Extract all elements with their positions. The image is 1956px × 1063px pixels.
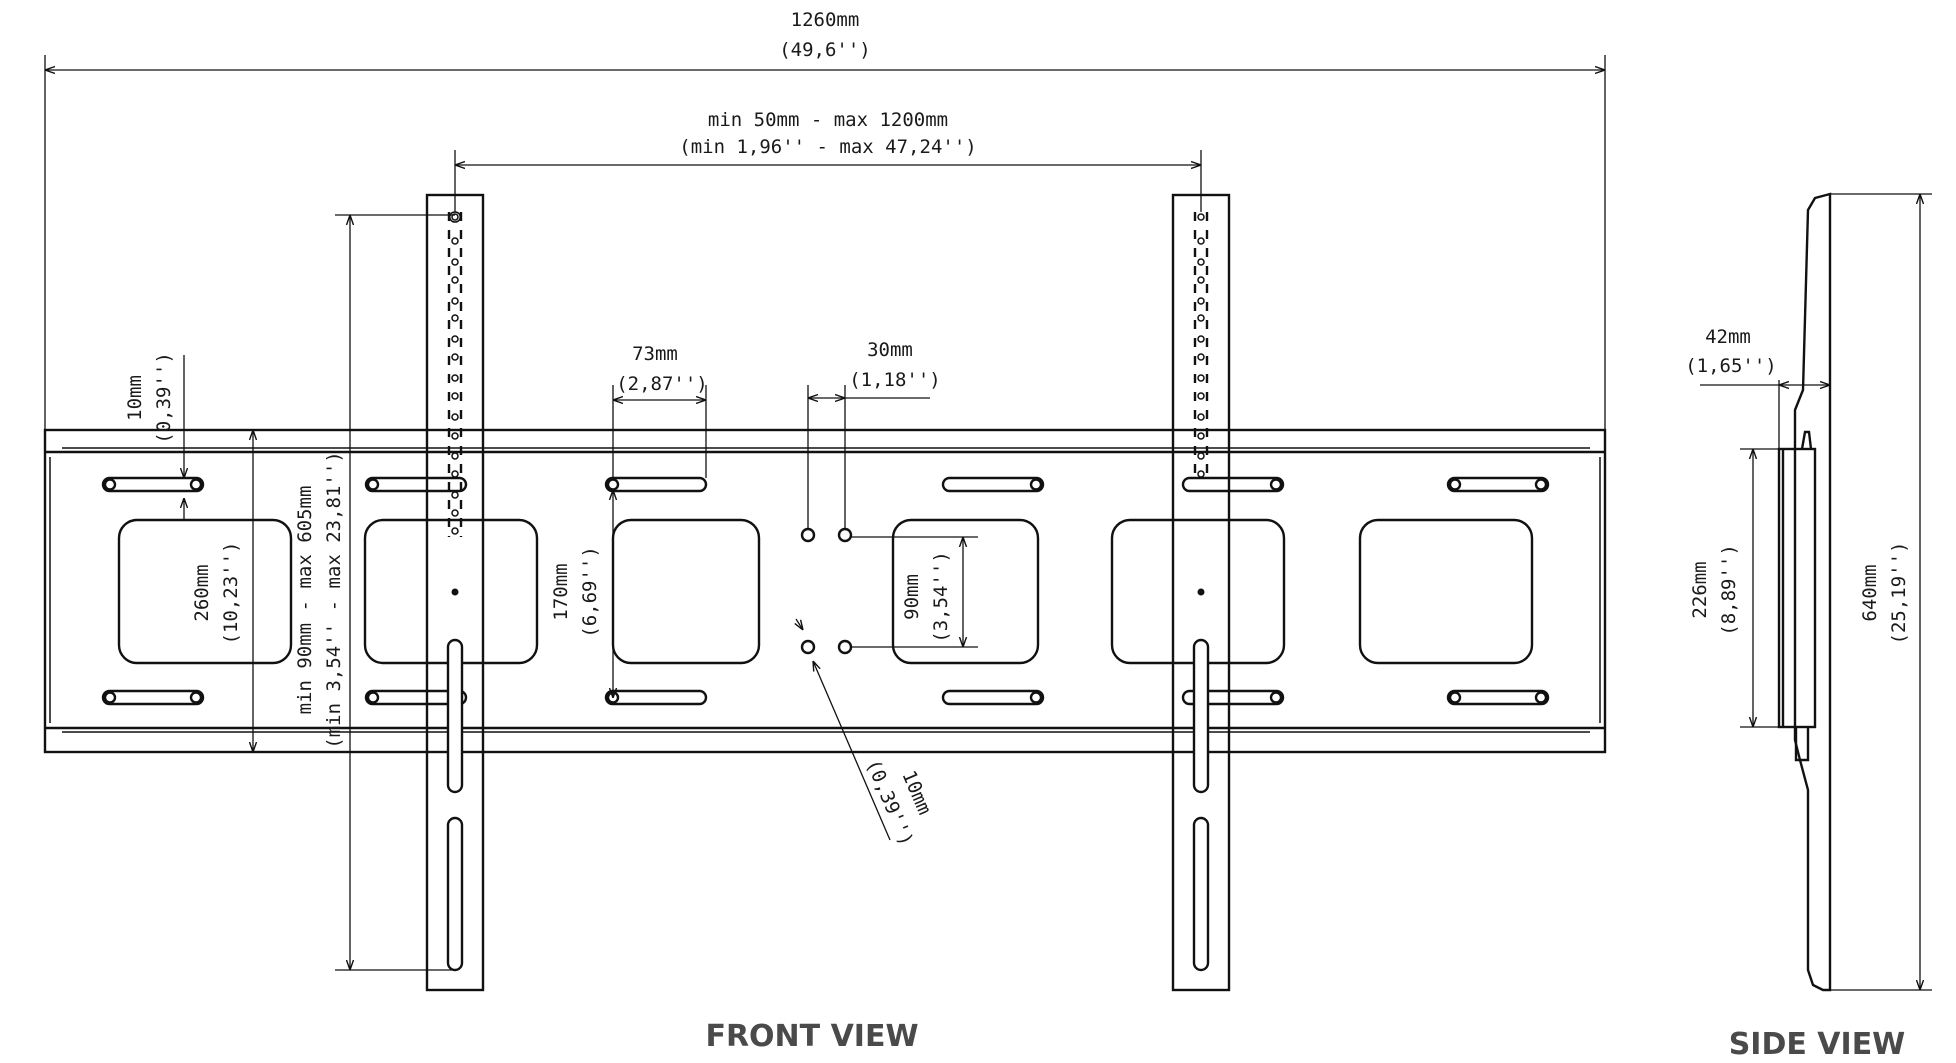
dim-slot-length: 73mm (2,87'') <box>612 343 708 478</box>
side-rail <box>1777 430 1817 762</box>
arm-spacing-in: (min 1,96'' - max 47,24'') <box>679 136 976 158</box>
front-view: 1260mm (49,6'') min 50mm - max 1200mm (m… <box>43 9 1607 1054</box>
dim-vertical-range: min 90mm - max 605mm (min 3,54'' - max 2… <box>294 214 455 971</box>
dim-rail-height: 226mm (8,89'') <box>1689 448 1779 728</box>
side-depth-mm: 42mm <box>1705 326 1751 348</box>
dim-inner-hole-spacing: 90mm (3,54'') <box>851 536 978 648</box>
arm-spacing-mm: min 50mm - max 1200mm <box>708 109 948 131</box>
left-arm <box>425 193 485 992</box>
plate-height-mm: 260mm <box>191 564 213 621</box>
dim-hole-offset: 30mm (1,18'') <box>807 339 941 530</box>
front-view-label: FRONT VIEW <box>705 1019 918 1054</box>
hole-offset-in: (1,18'') <box>849 369 941 391</box>
dim-slot-gap: 10mm (0,39'') <box>124 352 184 520</box>
arm-height-in: (25,19'') <box>1888 542 1910 645</box>
plate-slots <box>101 476 1550 706</box>
dim-arm-spacing: min 50mm - max 1200mm (min 1,96'' - max … <box>454 109 1202 212</box>
inner-hole-spacing-mm: 90mm <box>901 574 923 620</box>
plate-height-in: (10,23'') <box>220 542 242 645</box>
dim-overall-width: 1260mm (49,6'') <box>44 9 1606 430</box>
rail-height-mm: 226mm <box>1689 561 1711 618</box>
centre-holes <box>800 527 853 655</box>
side-view-label: SIDE VIEW <box>1729 1027 1906 1062</box>
dim-plate-height: 260mm (10,23'') <box>191 430 253 752</box>
side-view: 42mm (1,65'') 226mm (8,89'') 640mm (25,1… <box>1685 192 1932 1062</box>
dim-arm-height: 640mm (25,19'') <box>1830 193 1932 991</box>
overall-width-in: (49,6'') <box>779 39 871 61</box>
overall-width-mm: 1260mm <box>791 9 860 31</box>
arm-height-mm: 640mm <box>1859 564 1881 621</box>
dim-side-depth: 42mm (1,65'') <box>1685 326 1830 449</box>
slot-gap-mm: 10mm <box>124 375 146 421</box>
rail-height-in: (8,89'') <box>1718 544 1740 636</box>
side-depth-in: (1,65'') <box>1685 355 1777 377</box>
side-arm-profile <box>1793 192 1832 992</box>
slot-length-mm: 73mm <box>632 343 678 365</box>
slot-length-in: (2,87'') <box>616 373 708 395</box>
hole-offset-mm: 30mm <box>867 339 913 361</box>
hole-spacing-vertical-in: (6,69'') <box>579 546 601 638</box>
dim-hole-spacing-vertical: 170mm (6,69'') <box>550 490 613 698</box>
hole-spacing-vertical-mm: 170mm <box>550 563 572 620</box>
vertical-range-in: (min 3,54'' - max 23,81'') <box>323 451 345 748</box>
slot-gap-in: (0,39'') <box>153 352 175 444</box>
vertical-range-mm: min 90mm - max 605mm <box>294 486 316 715</box>
inner-hole-spacing-in: (3,54'') <box>930 551 952 643</box>
wall-plate <box>43 428 1607 754</box>
